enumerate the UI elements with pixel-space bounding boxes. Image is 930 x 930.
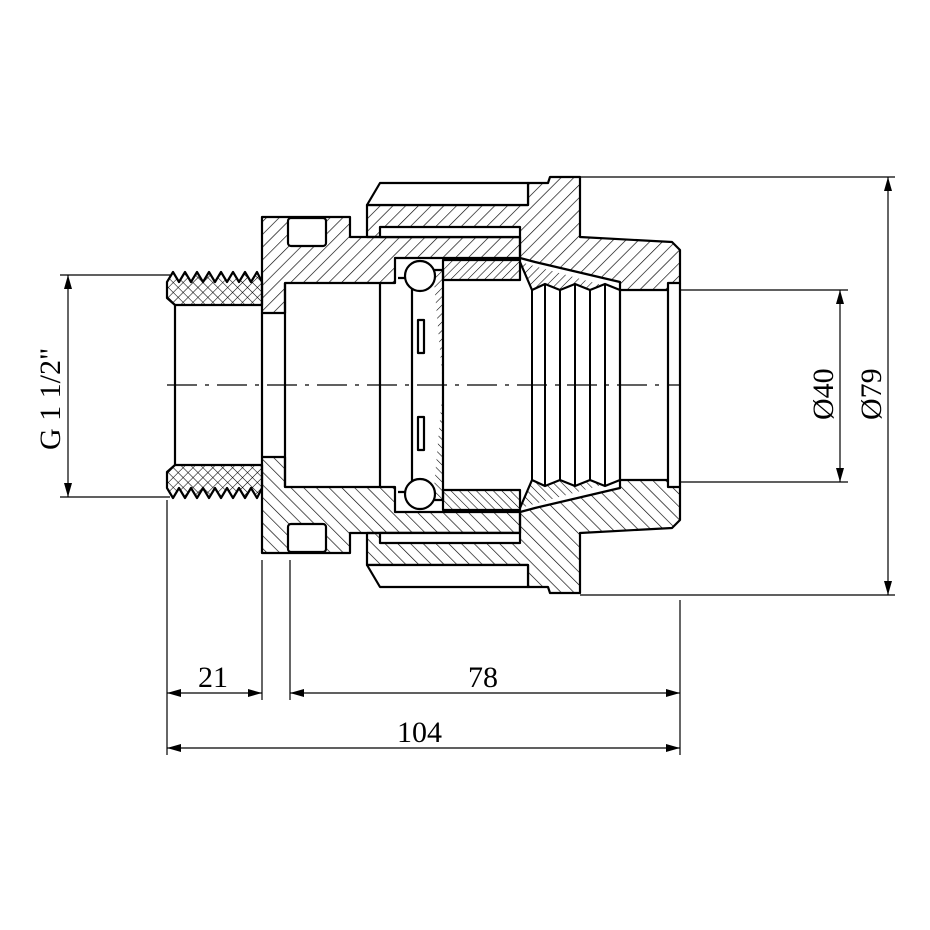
thread-dimension-label: G 1 1/2" [34, 348, 67, 450]
outer-diameter-label: Ø79 [855, 368, 888, 420]
thread-length-label: 21 [198, 661, 228, 694]
body-length-label: 78 [468, 661, 498, 694]
total-length-label: 104 [397, 716, 442, 749]
dimension-arrows [64, 177, 892, 752]
inner-diameter-label: Ø40 [807, 368, 840, 420]
dimension-lines [60, 176, 895, 755]
